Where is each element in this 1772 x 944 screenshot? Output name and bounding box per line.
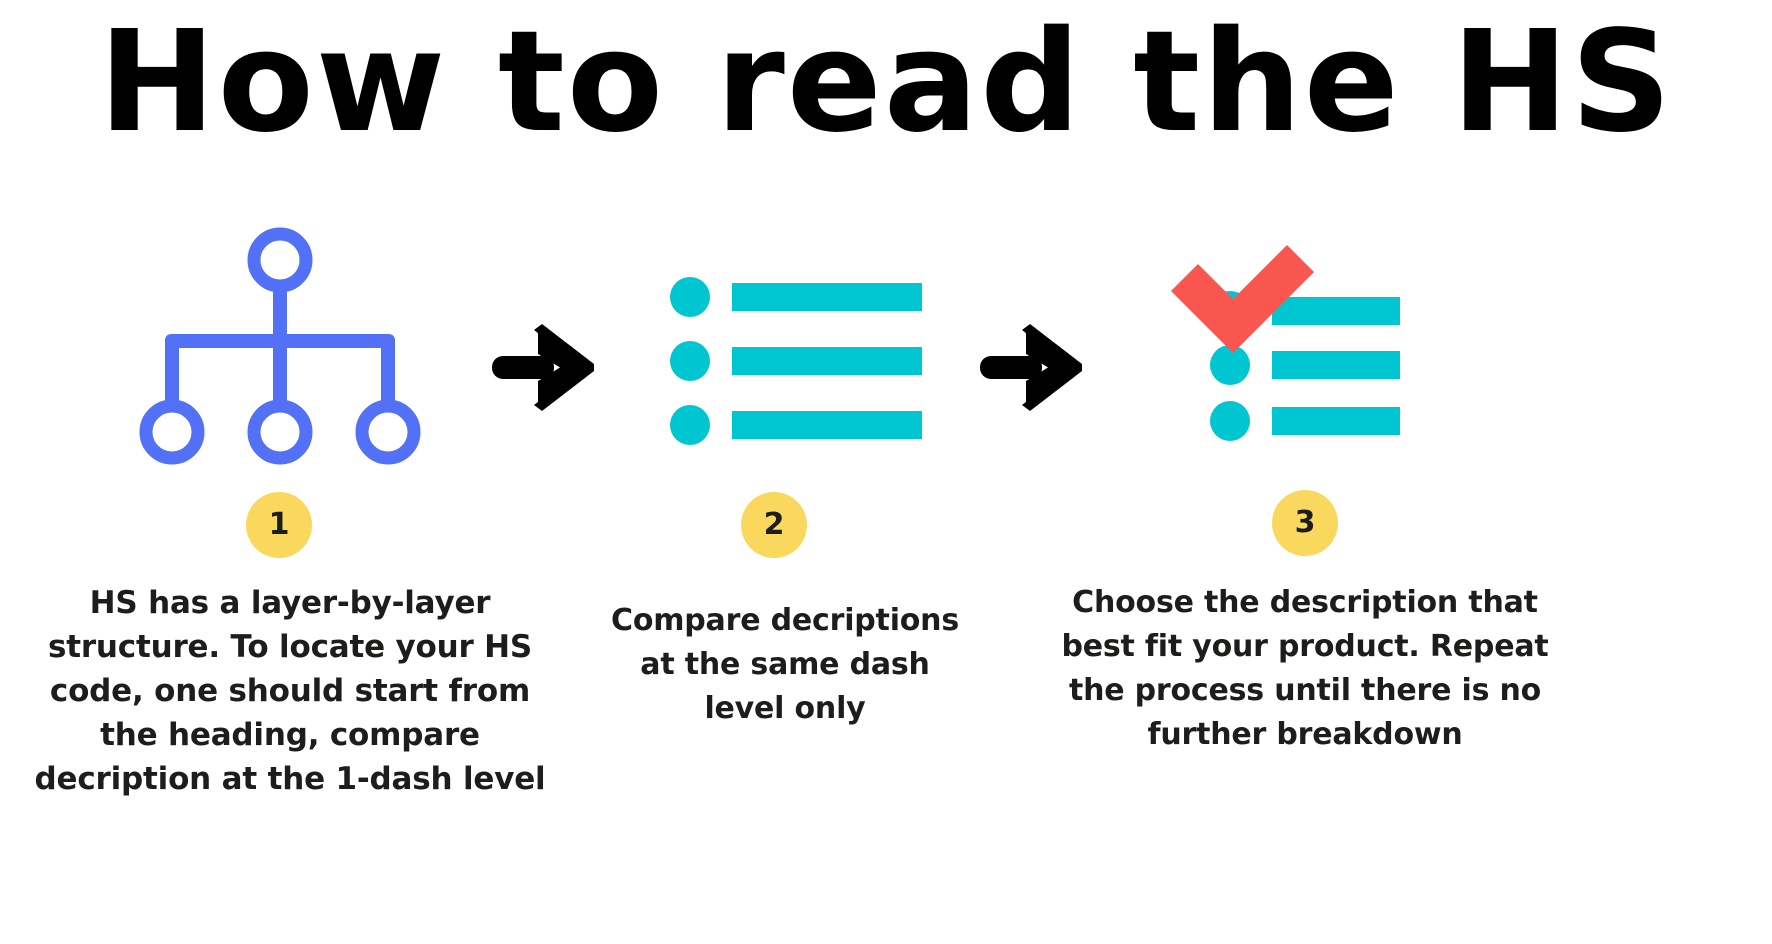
arrow-right-icon xyxy=(980,324,1082,411)
step-1-icon-stage xyxy=(0,215,580,485)
bulleted-list-icon xyxy=(670,277,922,445)
page-title: How to read the HS xyxy=(98,1,1674,164)
list-bar-2 xyxy=(732,347,922,375)
step-2-badge-row: 2 xyxy=(580,485,990,565)
list-bar-3 xyxy=(732,411,922,439)
step-2-icon-stage xyxy=(580,215,990,485)
step-column-1: 1 HS has a layer-by-layer structure. To … xyxy=(0,215,580,801)
list-bullet-2 xyxy=(1210,345,1250,385)
step-3-badge-row: 3 xyxy=(1010,485,1600,565)
step-number-badge-1: 1 xyxy=(246,492,312,558)
step-1-badge-row: 1 xyxy=(0,485,580,565)
arrow-right-icon xyxy=(492,324,594,411)
check-icon xyxy=(1171,245,1314,353)
arrow-step-2-to-3 xyxy=(978,320,1088,416)
checked-list-icon xyxy=(1171,245,1400,441)
arrow-step-1-to-2 xyxy=(490,320,600,416)
list-bullet-3 xyxy=(670,405,710,445)
step-number-badge-2: 2 xyxy=(741,492,807,558)
step-column-2: 2 Compare decriptions at the same dash l… xyxy=(580,215,990,731)
list-bullet-2 xyxy=(670,341,710,381)
list-bar-1 xyxy=(1272,297,1400,325)
step-caption-2: Compare decriptions at the same dash lev… xyxy=(611,603,959,726)
list-bullet-1 xyxy=(670,277,710,317)
tree-hierarchy-icon xyxy=(139,227,421,465)
list-bar-2 xyxy=(1272,351,1400,379)
step-number-badge-3: 3 xyxy=(1272,490,1338,556)
step-caption-3: Choose the description that best fit you… xyxy=(1061,585,1549,752)
step-3-icon-stage xyxy=(1010,215,1600,485)
step-caption-1: HS has a layer-by-layer structure. To lo… xyxy=(34,585,546,797)
list-bar-3 xyxy=(1272,407,1400,435)
list-bullet-3 xyxy=(1210,401,1250,441)
step-column-3: 3 Choose the description that best fit y… xyxy=(1010,215,1600,757)
list-bar-1 xyxy=(732,283,922,311)
